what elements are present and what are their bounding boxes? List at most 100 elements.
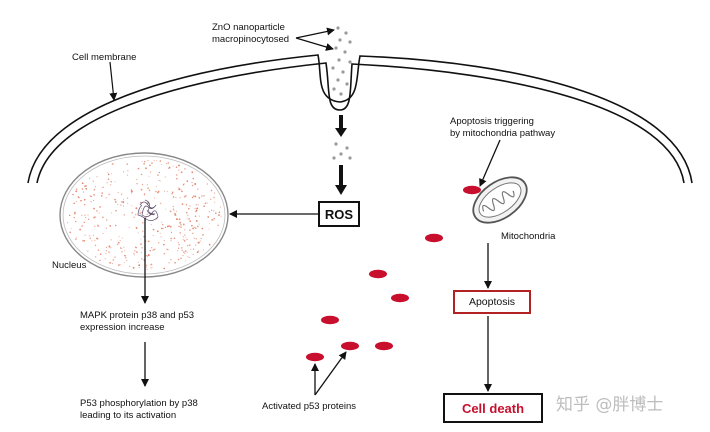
nucleus-speckle	[196, 251, 199, 254]
nucleus-speckle	[195, 209, 198, 212]
nucleus-speckle	[167, 249, 169, 251]
nucleus-speckle	[156, 160, 158, 161]
nucleus-speckle	[159, 202, 162, 205]
nucleus-speckle	[193, 237, 195, 239]
nucleus-speckle	[209, 198, 212, 201]
nucleus-speckle	[99, 205, 102, 208]
nucleus-speckle	[75, 188, 78, 191]
nucleus-speckle	[114, 256, 116, 259]
nucleus-speckle	[208, 243, 211, 246]
nucleus-speckle	[208, 228, 210, 230]
nucleus-speckle	[134, 250, 136, 252]
nucleus-speckle	[137, 167, 140, 170]
nucleus-speckle	[148, 176, 150, 178]
nucleus-speckle	[140, 243, 142, 246]
nucleus-speckle	[166, 248, 168, 250]
nucleus-speckle	[93, 207, 95, 210]
nucleus-speckle	[166, 190, 168, 193]
nucleus-speckle	[94, 239, 96, 241]
chromatin	[137, 199, 159, 221]
nucleus-speckle	[117, 241, 120, 244]
nucleus-speckle	[91, 240, 93, 242]
nucleus-speckle	[220, 206, 222, 208]
nucleus-speckle	[191, 224, 193, 227]
nucleus-speckle	[203, 205, 205, 208]
nucleus-speckle	[123, 214, 125, 216]
uptake-arrowhead-1	[335, 128, 347, 137]
nucleus-speckle	[152, 228, 155, 231]
nucleus-speckle	[176, 210, 177, 212]
nucleus-speckle	[119, 263, 121, 266]
nucleus-speckle	[184, 253, 186, 255]
nucleus-speckle	[92, 180, 94, 182]
nucleus-speckle	[111, 262, 113, 265]
nucleus-speckle	[157, 190, 160, 193]
nucleus-speckle	[215, 212, 217, 215]
nucleus-speckle	[122, 200, 125, 203]
nucleus-speckle	[123, 171, 125, 173]
nucleus-speckle	[115, 209, 117, 212]
p53-protein	[369, 269, 387, 279]
nucleus-speckle	[211, 219, 214, 221]
p53-protein	[391, 293, 409, 303]
nucleus-speckle	[124, 250, 125, 252]
nucleus-speckle	[144, 161, 146, 163]
nucleus-speckle	[135, 251, 138, 253]
nucleus-speckle	[117, 264, 120, 266]
zno-arrows	[295, 27, 335, 51]
apoptosis-triggering-label: Apoptosis triggering by mitochondria pat…	[450, 116, 556, 139]
nucleus-speckle	[170, 258, 172, 261]
nucleus-speckle	[127, 170, 129, 172]
nucleus-speckle	[177, 187, 179, 188]
p53-protein	[306, 352, 324, 362]
nucleus-speckle	[213, 192, 216, 194]
nucleus-speckle	[78, 196, 80, 199]
nucleus-speckle	[145, 266, 147, 268]
nucleus-speckle	[151, 247, 153, 249]
nucleus-speckle	[174, 214, 177, 217]
mapk-label: MAPK protein p38 and p53 expression incr…	[80, 310, 195, 333]
nucleus-speckle	[199, 240, 202, 242]
nucleus-speckle	[161, 164, 163, 166]
nucleus-speckle	[130, 190, 133, 193]
nucleus-speckle	[121, 251, 123, 253]
p53-label-arrows	[311, 351, 347, 396]
nucleus-speckle	[204, 202, 207, 205]
nucleus-speckle	[185, 195, 187, 197]
nucleus-speckle	[157, 242, 160, 244]
nucleus-speckle	[123, 198, 125, 200]
nucleus-speckle	[177, 242, 179, 244]
nucleus-speckle	[195, 227, 197, 229]
nucleus-speckle	[192, 227, 194, 230]
nucleus-speckle	[114, 198, 116, 201]
nucleus-speckle	[186, 180, 189, 182]
nucleus-speckle	[102, 233, 104, 235]
nucleus-speckle	[149, 164, 151, 167]
nucleus-speckle	[218, 214, 220, 216]
nucleus-speckle	[96, 210, 98, 212]
nucleus-speckle	[85, 187, 88, 190]
nucleus-speckle	[84, 204, 86, 206]
nucleus-speckle	[136, 183, 138, 185]
nucleus-speckle	[106, 182, 108, 184]
nucleus-speckle	[213, 218, 215, 220]
nucleus-speckle	[201, 195, 203, 197]
nucleus-speckle	[217, 224, 219, 227]
nucleus-speckle	[170, 237, 172, 240]
nucleus-speckle	[72, 193, 74, 196]
nucleus-speckle	[157, 174, 159, 176]
nucleus-speckle	[203, 194, 205, 197]
nucleus-speckle	[124, 254, 126, 257]
nucleus-speckle	[182, 239, 184, 240]
nucleus-speckle	[180, 257, 182, 259]
nucleus-speckle	[209, 223, 210, 225]
nucleus-speckle	[186, 251, 188, 253]
p53-phosphorylation-label: P53 phosphorylation by p38 leading to it…	[80, 398, 198, 421]
nucleus-speckle	[201, 227, 204, 230]
nucleus-speckle	[133, 254, 135, 256]
nucleus-speckle	[206, 183, 208, 185]
nucleus-speckle	[140, 252, 142, 254]
nucleus-speckle	[166, 225, 169, 228]
nucleus-speckle	[198, 223, 200, 225]
